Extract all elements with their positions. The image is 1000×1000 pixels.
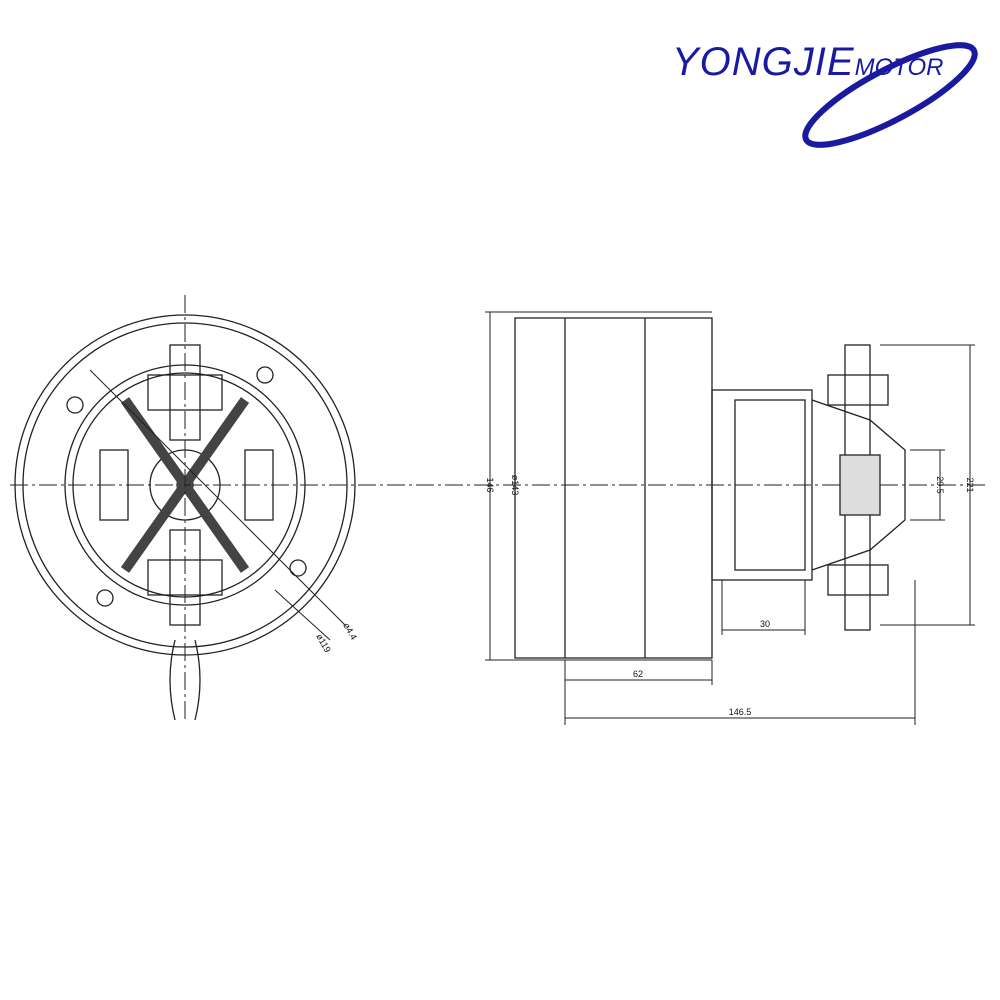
dim-shaft-length: 30 (760, 619, 770, 629)
dim-bolt-circle: ø119 (314, 632, 333, 654)
side-view (514, 317, 906, 659)
logo-swoosh (802, 42, 978, 148)
dim-motor-height: 221 (965, 477, 975, 492)
dim-housing-height: 146 (485, 477, 495, 492)
dimension-lines (485, 311, 975, 725)
dim-total-length: 146.5 (729, 707, 752, 717)
dim-hole-diameter: ø4.4 (341, 621, 359, 642)
front-view (14, 295, 356, 721)
dim-fan-length: 62 (633, 669, 643, 679)
dim-housing-diameter: ø143 (510, 475, 520, 496)
brand-logo: YONGJIEMOTOR (672, 40, 943, 85)
dim-bearing-dia: 29.5 (935, 476, 945, 494)
logo-brand: YONGJIE (672, 40, 855, 84)
